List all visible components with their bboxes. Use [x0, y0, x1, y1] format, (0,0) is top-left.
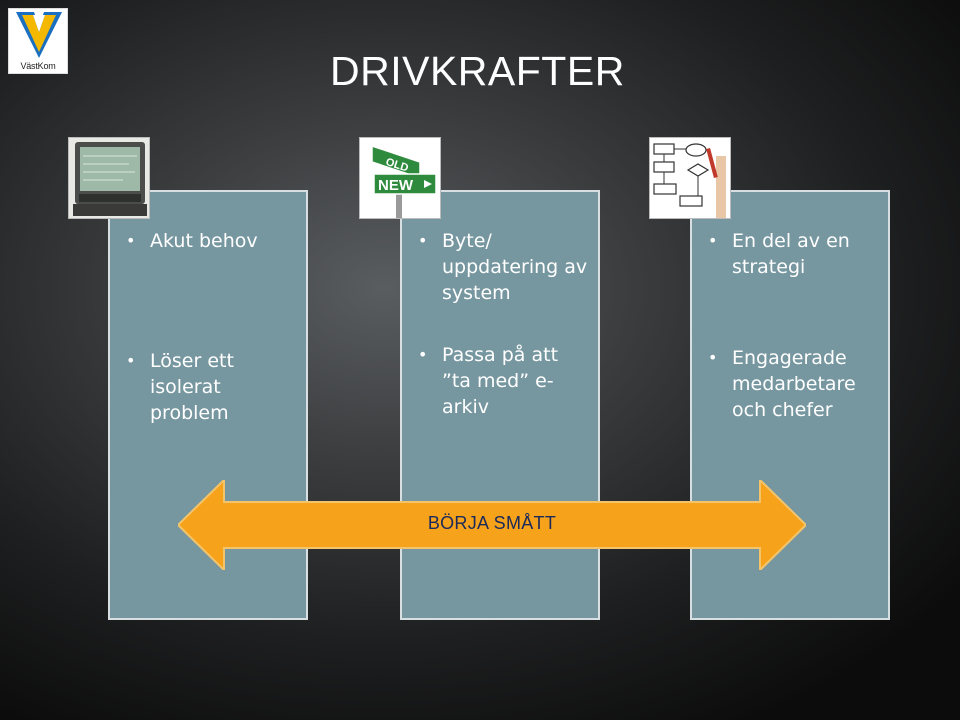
flowchart-drawing-image [649, 137, 731, 219]
panel-1-bottom-bullet: Löser ett isolerat problem [126, 348, 300, 426]
panel-3-top-bullet: En del av en strategi [708, 228, 882, 280]
panel-3-bottom-bullet: Engagerade medarbetare och chefer [708, 345, 882, 423]
slide-title: DRIVKRAFTER [330, 48, 625, 94]
vastkom-logo-mark [16, 12, 62, 58]
panel-2-top-bullet: Byte/ uppdatering av system [418, 228, 592, 306]
old-computer-monitor-image [68, 137, 150, 219]
arrow-label: BÖRJA SMÅTT [427, 513, 557, 533]
vastkom-logo: VästKom [8, 8, 68, 74]
double-arrow-icon [178, 480, 806, 570]
old-new-street-sign-image: OLD NEW [359, 137, 441, 219]
sign-new-text: NEW [378, 177, 414, 194]
logo-text: VästKom [20, 61, 56, 71]
panel-2-bottom-bullet: Passa på att ”ta med” e-arkiv [418, 342, 592, 420]
borja-smatt-arrow: BÖRJA SMÅTT [178, 480, 806, 570]
panel-1-top-bullet: Akut behov [126, 228, 300, 254]
panel-akut-behov: Akut behov Löser ett isolerat problem [108, 190, 308, 620]
